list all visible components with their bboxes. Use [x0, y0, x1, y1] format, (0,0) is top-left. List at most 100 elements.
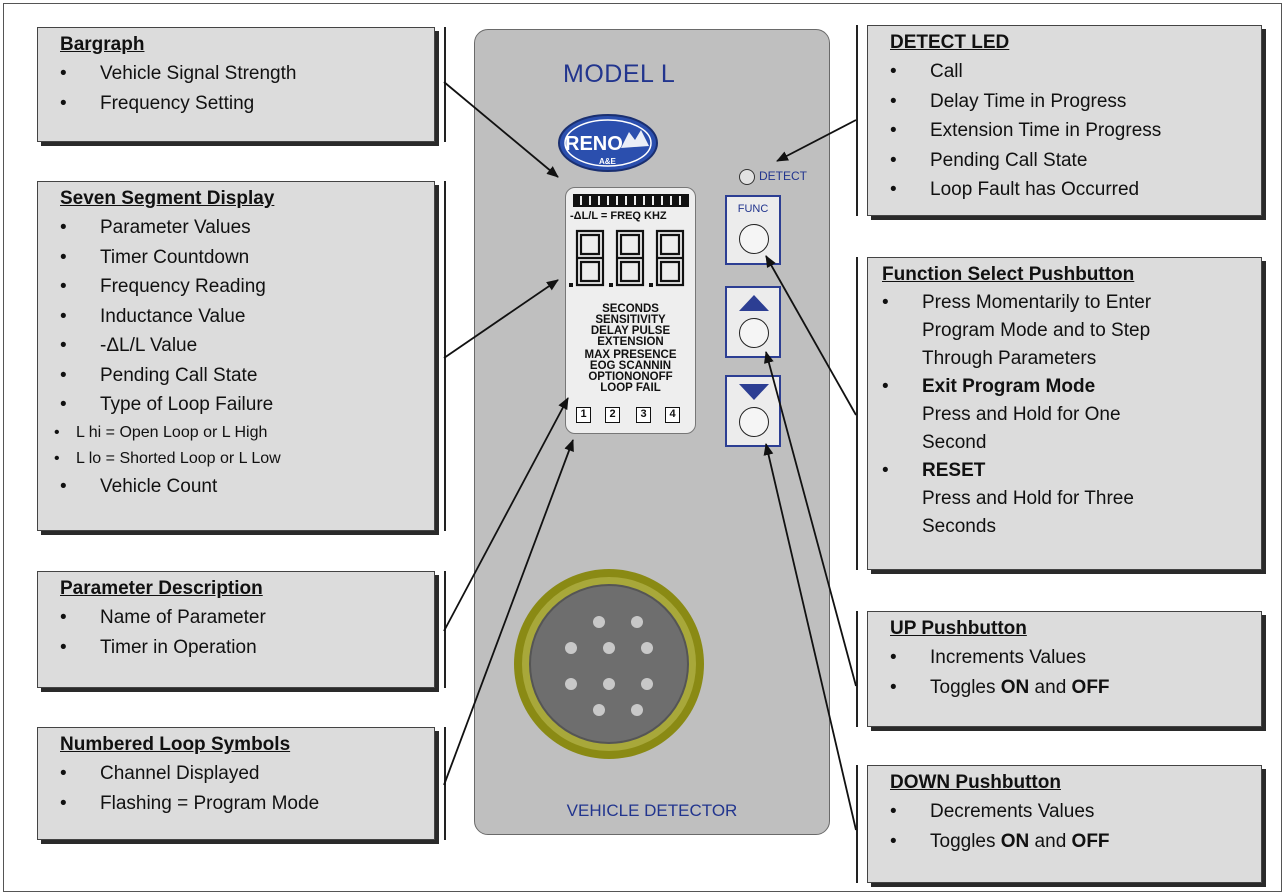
lcd-word-seconds: SECONDS — [602, 303, 659, 315]
loop-symbol-3: 3 — [636, 407, 651, 423]
seven-segment-item: Frequency Reading — [60, 272, 434, 302]
func-button[interactable]: FUNC — [725, 195, 781, 265]
bargraph-item: Vehicle Signal Strength — [60, 59, 434, 89]
loop-failure-subitem: L lo = Shorted Loop or L Low — [54, 446, 434, 472]
detect-led-item: Extension Time in Progress — [890, 116, 1261, 146]
reset-note: Press and Hold for Three Seconds — [922, 488, 1134, 537]
detect-led-item: Pending Call State — [890, 146, 1261, 176]
detector-panel: MODEL L RENO A&E -ΔL/L = FREQ KHZ — [474, 29, 830, 835]
detect-led-arrow — [776, 119, 857, 162]
seven-segment-digits — [569, 229, 685, 287]
up-pushbutton-item: Toggles ON and OFF — [890, 673, 1261, 703]
detect-led-indicator — [739, 169, 755, 185]
lcd-word-delay-pulse: DELAY PULSE — [590, 325, 671, 337]
toggle-text: and — [1029, 676, 1072, 698]
down-pushbutton-item: Toggles ON and OFF — [890, 827, 1261, 857]
seven-segment-item: -ΔL/L Value — [60, 331, 434, 361]
lcd-word-sensitivity: SENSITIVITY — [595, 314, 666, 326]
up-button[interactable] — [725, 286, 781, 358]
seven-segment-item: Inductance Value — [60, 302, 434, 332]
parameter-description-item: Timer in Operation — [60, 633, 434, 663]
reset-label: RESET — [922, 460, 986, 481]
vehicle-detector-label: VEHICLE DETECTOR — [566, 801, 738, 820]
numbered-loops-callout: Numbered Loop Symbols Channel Displayed … — [37, 727, 435, 840]
exit-program-mode-label: Exit Program Mode — [922, 376, 1096, 397]
bargraph-arrow — [443, 81, 559, 178]
seven-segment-title: Seven Segment Display — [60, 188, 275, 209]
logo-text: RENO — [565, 133, 623, 155]
parameter-description-callout: Parameter Description Name of Parameter … — [37, 571, 435, 688]
function-select-item: RESET Press and Hold for Three Seconds — [882, 457, 1261, 541]
seven-segment-item: Type of Loop Failure — [60, 390, 434, 420]
func-button-circle[interactable] — [739, 224, 769, 254]
seven-segment-arrow — [443, 279, 559, 359]
on-label: ON — [1000, 830, 1030, 852]
toggle-text: Toggles — [930, 676, 1001, 698]
up-pushbutton-title: UP Pushbutton — [890, 618, 1027, 639]
diagram-frame — [3, 3, 1282, 892]
bargraph-item: Frequency Setting — [60, 89, 434, 119]
digit-1 — [575, 229, 605, 287]
func-button-label: FUNC — [737, 203, 769, 215]
seven-segment-item: Vehicle Count — [60, 472, 434, 502]
lcd-word-eog-scanning: EOG SCANNIN — [589, 360, 672, 372]
bargraph-callout: Bargraph Vehicle Signal Strength Frequen… — [37, 27, 435, 142]
function-select-arrow — [765, 255, 857, 416]
seven-segment-callout: Seven Segment Display Parameter Values T… — [37, 181, 435, 531]
digit-2 — [615, 229, 645, 287]
function-select-item: Exit Program Mode Press and Hold for One… — [882, 373, 1261, 457]
loop-symbol-1: 1 — [576, 407, 591, 423]
up-pushbutton-callout: UP Pushbutton Increments Values Toggles … — [867, 611, 1262, 727]
up-button-circle[interactable] — [739, 318, 769, 348]
detect-led-callout: DETECT LED Call Delay Time in Progress E… — [867, 25, 1262, 216]
down-pushbutton-arrow — [763, 443, 857, 831]
down-button[interactable] — [725, 375, 781, 447]
callout-divider — [856, 257, 858, 570]
up-pushbutton-arrow — [764, 351, 857, 687]
callout-divider — [856, 765, 858, 883]
lcd-display: -ΔL/L = FREQ KHZ SECONDS SENSITIVITY DEL… — [565, 187, 696, 434]
lcd-word-loop-fail: LOOP FAIL — [600, 382, 661, 394]
parameter-description-arrow — [443, 397, 569, 632]
down-pushbutton-title: DOWN Pushbutton — [890, 772, 1061, 793]
toggle-text: Toggles — [930, 830, 1001, 852]
lcd-header-text: -ΔL/L = FREQ KHZ — [570, 210, 667, 222]
down-button-circle[interactable] — [739, 407, 769, 437]
exit-program-mode-note: Press and Hold for One Second — [922, 404, 1121, 453]
lcd-word-extension: EXTENSION — [597, 336, 664, 348]
off-label: OFF — [1071, 830, 1110, 852]
seven-segment-item: Pending Call State — [60, 361, 434, 391]
decimal-point — [569, 283, 573, 287]
loop-symbol-2: 2 — [605, 407, 620, 423]
numbered-loops-item: Channel Displayed — [60, 759, 434, 789]
numbered-loops-item: Flashing = Program Mode — [60, 789, 434, 819]
callout-divider — [856, 611, 858, 727]
numbered-loops-title: Numbered Loop Symbols — [60, 734, 291, 755]
loop-failure-subitem: L hi = Open Loop or L High — [54, 420, 434, 446]
detect-led-item: Loop Fault has Occurred — [890, 175, 1261, 205]
bargraph-segments — [573, 194, 689, 207]
harness-connector — [514, 569, 704, 759]
detect-led-label: DETECT — [759, 169, 807, 183]
parameter-description-title: Parameter Description — [60, 578, 263, 599]
parameter-description-item: Name of Parameter — [60, 603, 434, 633]
lcd-word-max-presence: MAX PRESENCE — [584, 349, 677, 361]
seven-segment-item: Timer Countdown — [60, 243, 434, 273]
down-arrow-icon — [739, 384, 769, 400]
decimal-point — [609, 283, 613, 287]
function-select-title: Function Select Pushbutton — [882, 264, 1135, 285]
model-title: MODEL L — [563, 60, 676, 88]
up-pushbutton-item: Increments Values — [890, 643, 1261, 673]
lcd-word-option-on-off: OPTIONONOFF — [588, 371, 673, 383]
function-select-callout: Function Select Pushbutton Press Momenta… — [867, 257, 1262, 570]
reno-logo: RENO A&E — [558, 114, 658, 172]
function-select-item: Press Momentarily to Enter Program Mode … — [882, 289, 1222, 373]
detect-led-item: Call — [890, 57, 1261, 87]
off-label: OFF — [1071, 676, 1110, 698]
loop-symbol-4: 4 — [665, 407, 680, 423]
loop-symbols-arrow — [443, 439, 574, 786]
bargraph-title: Bargraph — [60, 34, 145, 55]
up-arrow-icon — [739, 295, 769, 311]
detect-led-item: Delay Time in Progress — [890, 87, 1261, 117]
